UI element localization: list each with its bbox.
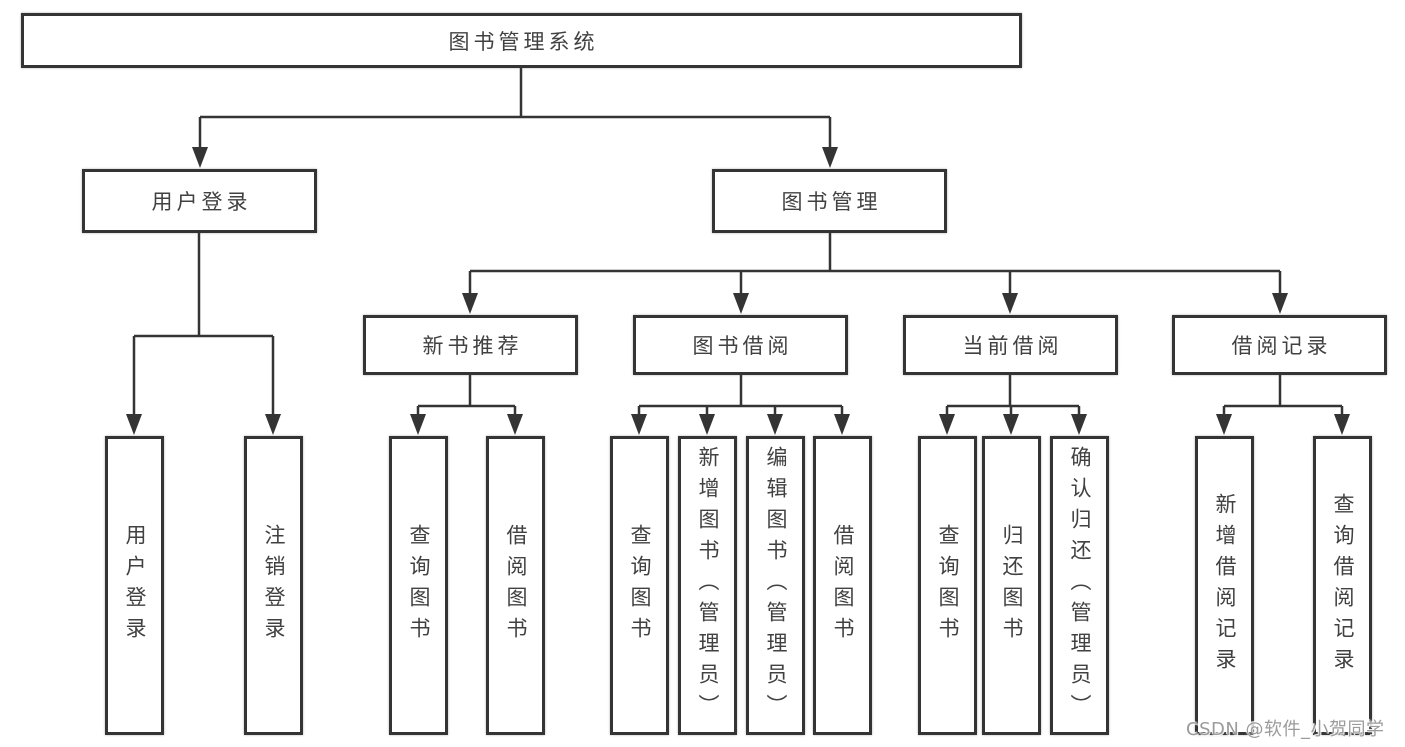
node-library-management-system: 图书管理系统 <box>21 13 1022 68</box>
node-user-login: 用户登录 <box>82 169 317 233</box>
leaf-query-books-current: 查询图书 <box>918 436 977 735</box>
node-label: 图书借阅 <box>692 334 793 358</box>
node-current-borrowing: 当前借阅 <box>903 315 1118 375</box>
leaf-return-books: 归还图书 <box>982 436 1041 735</box>
leaf-label: 新增图书（管理员） <box>696 446 720 725</box>
node-label: 图书管理系统 <box>448 29 599 54</box>
node-label: 当前借阅 <box>962 334 1063 358</box>
leaf-borrow-books-recommend: 借阅图书 <box>486 436 545 735</box>
leaf-label: 查询借阅记录 <box>1331 492 1355 679</box>
leaf-logout: 注销登录 <box>244 436 303 735</box>
leaf-label: 用户登录 <box>123 523 147 648</box>
leaf-label: 查询图书 <box>936 523 960 648</box>
node-new-book-recommend: 新书推荐 <box>363 315 578 375</box>
leaf-label: 新增借阅记录 <box>1213 492 1237 679</box>
leaf-label: 编辑图书（管理员） <box>764 446 788 725</box>
watermark: CSDN @软件_小贺同学 <box>1186 719 1385 740</box>
node-label: 借阅记录 <box>1231 334 1332 358</box>
node-label: 新书推荐 <box>422 334 523 358</box>
leaf-confirm-return-admin: 确认归还（管理员） <box>1050 436 1109 735</box>
leaf-user-login: 用户登录 <box>105 436 164 735</box>
leaf-label: 查询图书 <box>407 523 431 648</box>
node-label: 图书管理 <box>781 190 882 214</box>
leaf-add-books-admin: 新增图书（管理员） <box>678 436 737 735</box>
node-borrowing-records: 借阅记录 <box>1172 315 1387 375</box>
leaf-label: 借阅图书 <box>831 523 855 648</box>
leaf-add-borrow-record: 新增借阅记录 <box>1195 436 1254 735</box>
node-book-borrowing: 图书借阅 <box>633 315 848 375</box>
node-label: 用户登录 <box>151 190 252 214</box>
node-book-management: 图书管理 <box>712 169 947 233</box>
leaf-label: 注销登录 <box>262 523 286 648</box>
leaf-label: 查询图书 <box>628 523 652 648</box>
leaf-query-books-recommend: 查询图书 <box>389 436 448 735</box>
leaf-query-books-borrowing: 查询图书 <box>610 436 669 735</box>
arrowheads <box>126 147 1350 435</box>
leaf-label: 确认归还（管理员） <box>1068 446 1092 725</box>
leaf-label: 借阅图书 <box>504 523 528 648</box>
leaf-query-borrow-record: 查询借阅记录 <box>1313 436 1372 735</box>
leaf-borrow-books: 借阅图书 <box>813 436 872 735</box>
leaf-edit-books-admin: 编辑图书（管理员） <box>746 436 805 735</box>
leaf-label: 归还图书 <box>1000 523 1024 648</box>
